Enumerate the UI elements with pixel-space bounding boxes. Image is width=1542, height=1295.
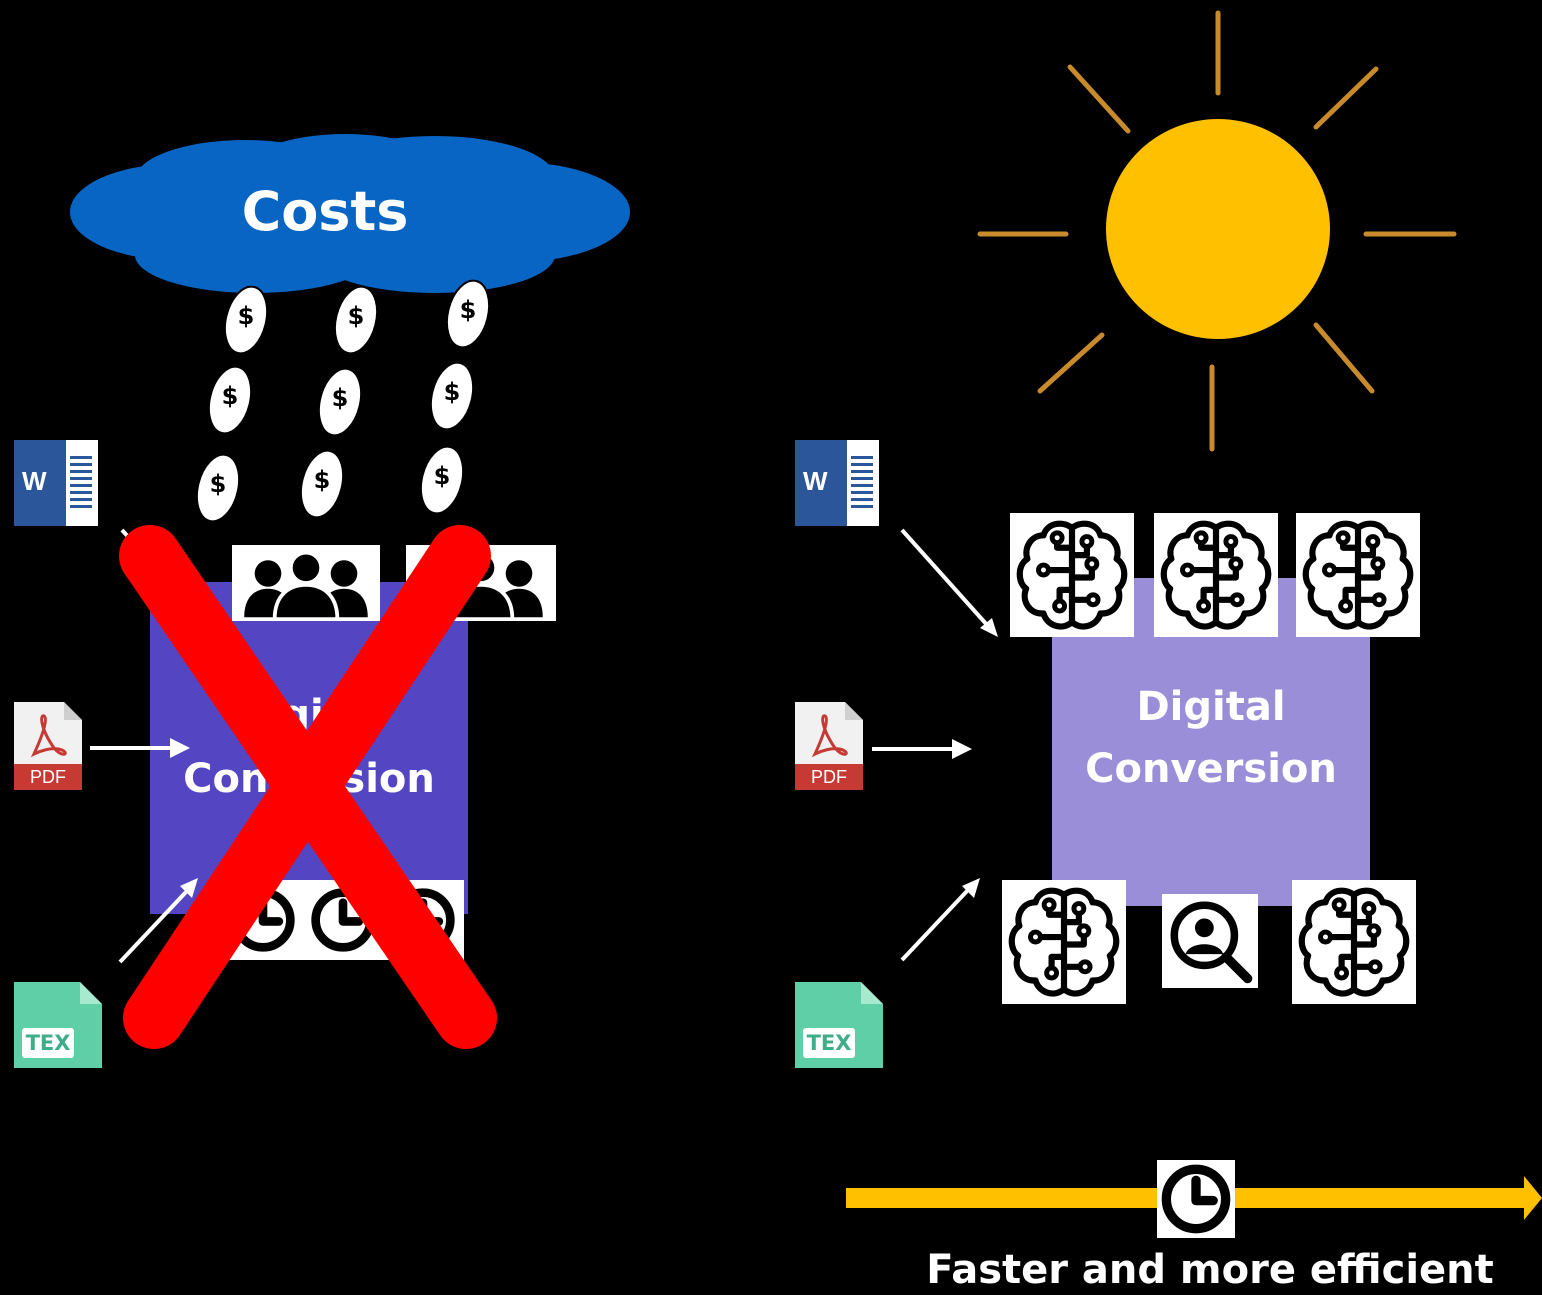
coin-icon [195,453,241,523]
tex-file-icon: TEX [795,982,883,1068]
ai-brain-card [1296,513,1420,637]
cloud-label: Costs [241,180,409,243]
coin-symbol: $ [331,384,349,412]
tex-file-icon: TEX [14,982,102,1068]
ai-brain-icon [1010,513,1134,637]
coin-icon [207,365,253,435]
ai-brain-icon [1292,880,1416,1004]
sun-icon [977,10,1457,452]
coin-symbol: $ [459,296,477,324]
coin-symbol: $ [433,462,451,490]
coin-symbol: $ [237,302,255,330]
pdf-file-icon: PDF [795,702,863,790]
ai-brain-icon [1154,513,1278,637]
word-file-icon: W [795,440,879,526]
coin-symbol: $ [443,378,461,406]
coin-icon [317,367,363,437]
coin-icon [333,285,379,355]
coin-icon [445,279,491,349]
ai-brain-card [1002,880,1126,1004]
person-search-icon [1162,894,1258,988]
right-arrows [872,528,998,962]
clock-icon [1157,1160,1235,1238]
coin-icon [299,449,345,519]
person-search-card [1162,894,1258,988]
right-box-label-line2: Conversion [1085,746,1337,792]
word-file-icon: W [14,440,98,526]
ai-brain-icon [1002,880,1126,1004]
pdf-file-icon: PDF [14,702,82,790]
coin-symbol: $ [221,382,239,410]
coin-symbol: $ [209,470,227,498]
ai-brain-card [1010,513,1134,637]
coin-symbol: $ [347,302,365,330]
rejection-cross-icon [119,525,497,1049]
costs-cloud [70,134,630,293]
coin-icon [429,361,475,431]
people-card [232,545,380,621]
coin-icon [223,285,269,355]
ai-brain-card [1292,880,1416,1004]
coin-icon [419,445,465,515]
right-box-label-line1: Digital [1136,684,1286,730]
coin-symbol: $ [313,466,331,494]
timeline-caption: Faster and more efficient [926,1247,1494,1293]
ai-brain-icon [1296,513,1420,637]
timeline-clock-card [1157,1160,1235,1238]
ai-brain-card [1154,513,1278,637]
